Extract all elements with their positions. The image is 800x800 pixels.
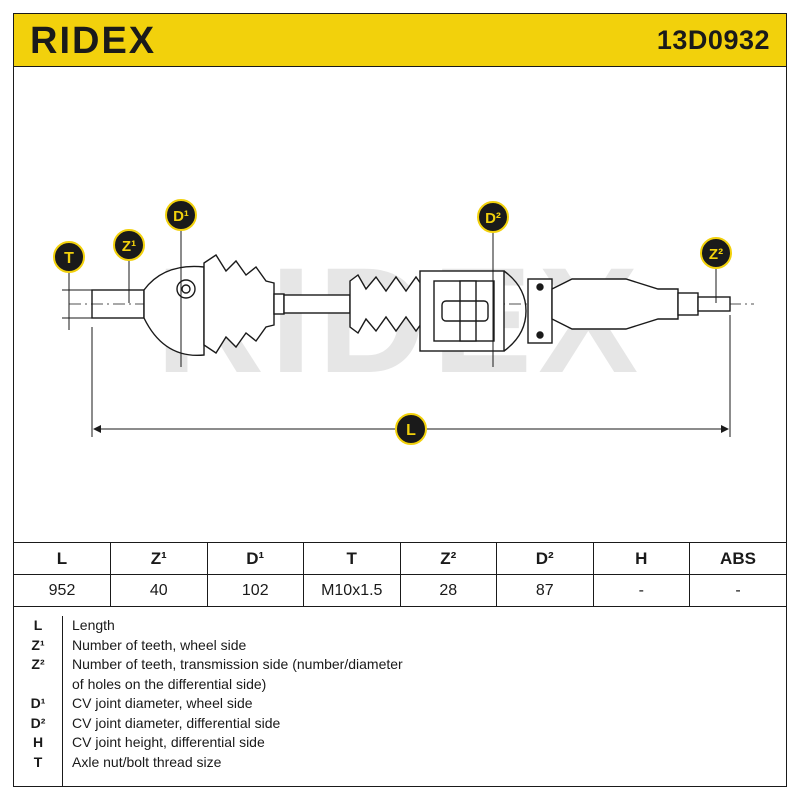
spec-header-H: H: [592, 542, 690, 575]
brand-logo: RIDEX: [30, 20, 200, 63]
legend-text: Axle nut/bolt thread size: [72, 753, 222, 770]
svg-text:D²: D²: [485, 210, 501, 227]
legend-key: Z¹: [31, 636, 45, 653]
legend-text: CV joint diameter, differential side: [72, 714, 281, 731]
spec-table-value-row: 952 40 102 M10x1.5 28 87 - -: [14, 574, 786, 607]
spec-value-ABS: -: [689, 574, 786, 607]
spec-header-D2: D²: [496, 542, 594, 575]
legend-divider: [62, 616, 63, 787]
spec-header-D1: D¹: [206, 542, 304, 575]
callout-L: L: [395, 413, 427, 445]
legend-key: D¹: [30, 695, 46, 711]
legend-row: D² CV joint diameter, differential side: [14, 714, 786, 734]
spec-header-Z2: Z²: [399, 542, 497, 575]
legend-text: CV joint diameter, wheel side: [72, 695, 253, 711]
svg-text:T: T: [64, 250, 74, 267]
callout-T: T: [53, 241, 85, 273]
spec-header-L: L: [14, 542, 111, 575]
callout-Z2: Z²: [700, 237, 732, 269]
legend-key: L: [33, 617, 43, 633]
legend: L Length Z¹ Number of teeth, wheel side …: [14, 616, 786, 772]
svg-text:Z²: Z²: [709, 246, 723, 263]
svg-text:L: L: [406, 422, 416, 439]
legend-row: Z¹ Number of teeth, wheel side: [14, 636, 786, 656]
drive-shaft-svg: RIDEX: [53, 199, 754, 445]
callout-D2: D²: [477, 201, 509, 233]
legend-text: Length: [72, 617, 115, 633]
legend-text: Number of teeth, wheel side: [72, 636, 247, 653]
spec-value-L: 952: [14, 574, 111, 607]
legend-key: D²: [30, 714, 46, 731]
spec-table-header-row: L Z¹ D¹ T Z² D² H ABS: [14, 542, 786, 575]
drive-shaft-drawing: RIDEX: [14, 67, 786, 542]
spec-value-D2: 87: [496, 574, 594, 607]
legend-key: H: [32, 734, 44, 750]
shaft-outline: [69, 254, 754, 357]
legend-key: T: [33, 753, 43, 770]
spec-header-Z1: Z¹: [110, 542, 208, 575]
legend-row: L Length: [14, 616, 786, 636]
spec-value-H: -: [592, 574, 690, 607]
datasheet: RIDEX 13D0932 RIDEX: [13, 13, 787, 787]
part-number: 13D0932: [656, 25, 770, 55]
legend-text: Number of teeth, transmission side (numb…: [72, 656, 403, 672]
spec-header-T: T: [303, 542, 401, 575]
legend-text: of holes on the differential side): [72, 675, 267, 692]
svg-text:Z¹: Z¹: [122, 238, 136, 255]
callout-D1: D¹: [165, 199, 197, 231]
spec-header-ABS: ABS: [689, 542, 786, 575]
spec-table: L Z¹ D¹ T Z² D² H ABS 952 40 102 M10x1.5…: [14, 542, 786, 607]
legend-text: CV joint height, differential side: [72, 734, 265, 750]
legend-row: Z² Number of teeth, transmission side (n…: [14, 655, 786, 675]
legend-row: of holes on the differential side): [14, 675, 786, 695]
header-bar: RIDEX 13D0932: [14, 14, 786, 67]
legend-row: D¹ CV joint diameter, wheel side: [14, 694, 786, 714]
spec-value-Z2: 28: [399, 574, 497, 607]
legend-row: T Axle nut/bolt thread size: [14, 753, 786, 773]
brand-logo-text: RIDEX: [30, 22, 156, 58]
legend-row: H CV joint height, differential side: [14, 733, 786, 753]
spec-value-D1: 102: [206, 574, 304, 607]
svg-text:D¹: D¹: [173, 208, 189, 225]
legend-key: Z²: [31, 656, 45, 672]
callout-Z1: Z¹: [113, 229, 145, 261]
spec-value-T: M10x1.5: [303, 574, 401, 607]
spec-value-Z1: 40: [110, 574, 208, 607]
